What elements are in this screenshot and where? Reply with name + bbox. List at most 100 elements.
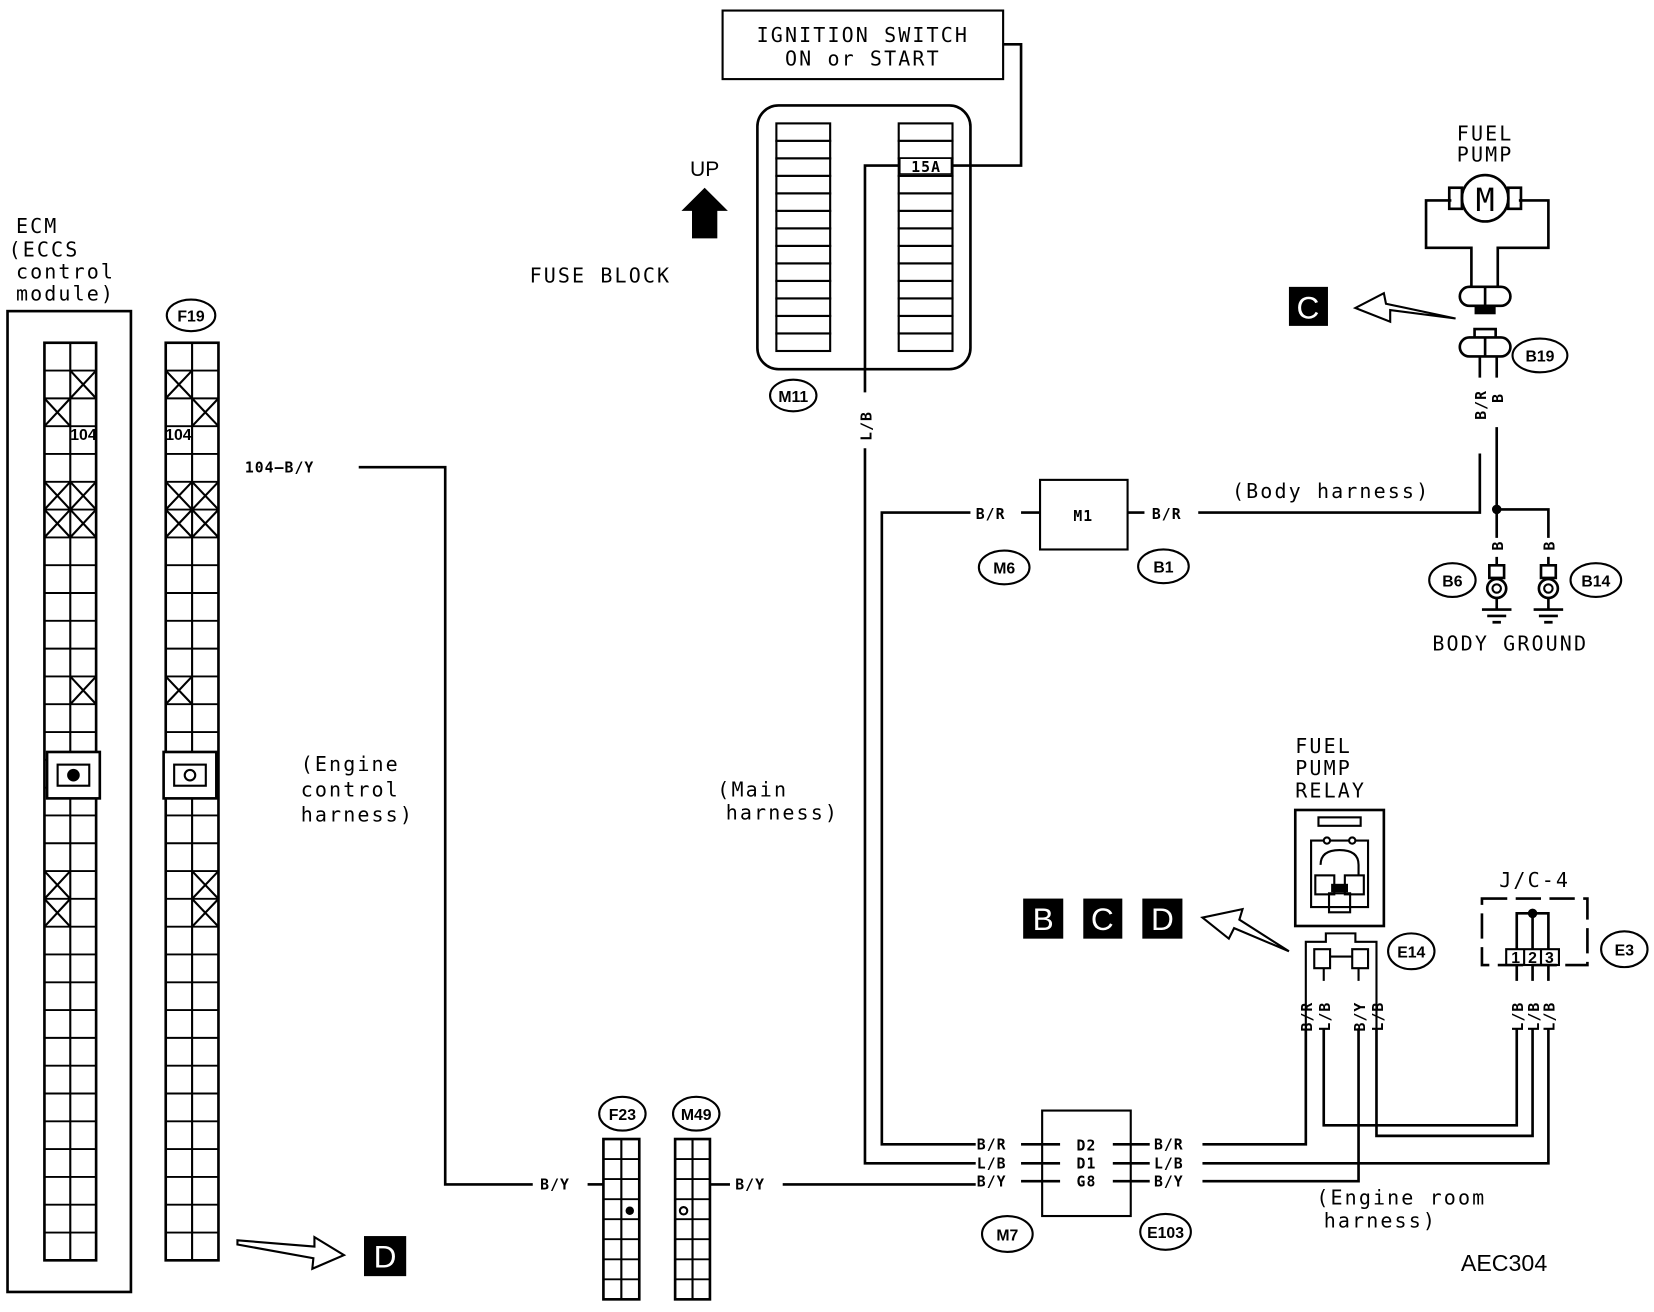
svg-text:B19: B19 <box>1525 349 1554 366</box>
m49-connector-grid <box>673 1137 712 1301</box>
svg-text:C: C <box>1091 901 1114 937</box>
engine-control-harness-label-2: control <box>301 777 400 801</box>
arrow-to-bcd-icon <box>1200 907 1290 953</box>
wire-label-br-b1: B/R <box>1152 506 1182 523</box>
connector-m11: M11 <box>768 378 818 413</box>
engine-control-harness-label-3: harness) <box>301 803 414 827</box>
unused-pin-mark <box>164 481 193 511</box>
connector-b19-plug <box>1458 327 1512 378</box>
unused-pin-mark <box>191 397 220 427</box>
connector-lock-pin <box>67 768 80 782</box>
wire-label-lb-e14-1: L/B <box>1317 1002 1334 1032</box>
wire-lb-jc4-1 <box>1322 1028 1519 1127</box>
m7-pin-g8: G8 <box>1077 1173 1097 1190</box>
connector-b19: B19 <box>1511 337 1569 374</box>
fuel-pump-relay-icon <box>1293 808 1386 928</box>
jc4-leads <box>1515 965 1550 981</box>
wire-lb-main <box>863 448 976 1165</box>
fuse-15a-label: 15A <box>911 159 941 176</box>
connector-lock <box>45 750 102 800</box>
m1-label: M1 <box>1073 508 1093 525</box>
svg-text:C: C <box>1297 290 1320 326</box>
connector-e103: E103 <box>1139 1212 1192 1251</box>
svg-text:D: D <box>374 1239 397 1275</box>
fuse-slot <box>897 262 954 283</box>
wire-label-b-b14: B <box>1542 541 1559 551</box>
unused-pin-mark <box>43 481 72 511</box>
unused-pin-mark <box>164 369 193 400</box>
body-ground-label: BODY GROUND <box>1432 632 1588 656</box>
wire-label-br-e14: B/R <box>1299 1002 1316 1032</box>
connector-b6: B6 <box>1428 562 1477 598</box>
ground-symbol-icon <box>1481 556 1512 624</box>
unused-pin-mark <box>43 508 72 539</box>
wire-label-br-b19: B/R <box>1473 390 1490 420</box>
wire-label-by-m7: B/Y <box>977 1173 1007 1190</box>
ecm-label-1: ECM <box>16 214 58 238</box>
f19-pin-104: 104 <box>165 427 192 444</box>
wire-label-104-by: 104—B/Y <box>245 459 315 476</box>
connector-m6: M6 <box>977 549 1031 586</box>
jc4-pin-2: 2 <box>1528 950 1537 967</box>
svg-text:D: D <box>1151 901 1174 937</box>
fuse-slot <box>775 122 832 142</box>
wire-label-lb: L/B <box>858 411 875 441</box>
engine-room-harness-label-1: (Engine room <box>1316 1185 1486 1209</box>
ecm-pin-104: 104 <box>70 427 97 444</box>
ecm-label-2: (ECCS <box>9 237 80 261</box>
ignition-label-2: ON or START <box>785 46 941 70</box>
connector-e3: E3 <box>1600 930 1649 969</box>
connector-e14: E14 <box>1387 932 1436 971</box>
wire-by-ecm <box>358 465 533 1186</box>
fuse-slot <box>897 297 954 318</box>
connector-m7: M7 <box>980 1214 1034 1253</box>
arrow-to-d-icon <box>236 1235 347 1271</box>
ref-c-pump: C <box>1288 286 1328 326</box>
wire-br-body <box>1198 453 1482 514</box>
fuse-slot <box>775 174 832 195</box>
unused-pin-mark <box>69 675 97 705</box>
wire-lb-top <box>863 164 899 393</box>
f19-connector-grid <box>162 341 220 1262</box>
fuse-slot <box>897 314 954 335</box>
wire-label-b-b6: B <box>1490 541 1507 551</box>
fuse-slot <box>775 314 832 335</box>
unused-pin-mark <box>191 508 220 539</box>
svg-text:E3: E3 <box>1615 943 1635 960</box>
svg-text:B1: B1 <box>1153 560 1173 577</box>
wire-label-lb-e103: L/B <box>1154 1156 1184 1173</box>
fuel-pump-label-2: PUMP <box>1457 142 1514 166</box>
svg-text:F19: F19 <box>177 309 204 326</box>
ref-d-ecm: D <box>364 1236 407 1277</box>
fuse-slot <box>897 332 954 353</box>
wire-label-lb-e3-2: L/B <box>1526 1002 1543 1032</box>
unused-pin-mark <box>164 508 193 539</box>
ref-b: B <box>1023 898 1064 939</box>
jc4-pin-3: 3 <box>1545 950 1554 967</box>
m7-pin-d1: D1 <box>1077 1156 1097 1173</box>
ecm-label-4: module) <box>16 282 115 306</box>
jc4-splice-dot <box>1527 908 1538 919</box>
wire-label-by-e103: B/Y <box>1154 1173 1184 1190</box>
fuse-slot <box>775 297 832 318</box>
svg-text:M6: M6 <box>993 561 1015 578</box>
wire-ignition-to-fuse <box>952 42 1023 167</box>
fuse-block-label: FUSE BLOCK <box>530 264 672 288</box>
ecm-label-3: control <box>16 259 115 283</box>
jc4-pin-dividers <box>1523 949 1543 966</box>
unused-pin-mark <box>164 675 193 705</box>
wire-label-b-b19: B <box>1490 393 1507 403</box>
main-harness-label-1: (Main <box>717 777 788 801</box>
fuse-slot <box>775 227 832 248</box>
connector-e14-plug <box>1304 932 1378 1029</box>
ignition-switch: IGNITION SWITCH ON or START <box>721 9 1005 81</box>
svg-text:M49: M49 <box>681 1107 712 1124</box>
wire-label-lb-m7: L/B <box>977 1156 1007 1173</box>
up-arrow-icon <box>681 187 728 239</box>
fuel-pump-motor-icon: M <box>1424 173 1550 315</box>
fuse-slot <box>897 139 954 160</box>
connector-lock-pin <box>183 768 197 782</box>
connector-lock-inner <box>173 763 207 787</box>
wire-label-by-f23: B/Y <box>540 1177 570 1194</box>
